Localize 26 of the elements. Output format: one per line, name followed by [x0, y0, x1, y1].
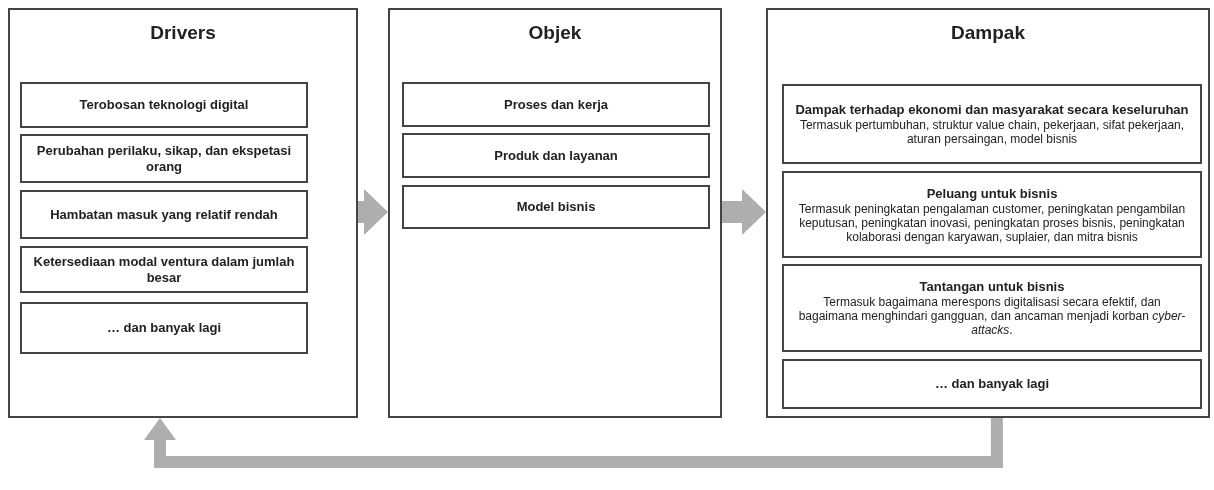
box-heading: Peluang untuk bisnis: [926, 185, 1058, 202]
text-box: Proses dan kerja: [402, 82, 710, 127]
box-description: Termasuk pertumbuhan, struktur value chain, pekerjaan, sifat pekerjaan, aturan persaingan, model bisnis: [798, 118, 1186, 146]
text-box: … dan banyak lagi: [20, 302, 308, 354]
box-description: Termasuk bagaimana merespons digitalisasi secara efektif, dan bagaimana menghindari gangguan, dan ancaman menjadi korban cyber-attacks.: [797, 295, 1187, 337]
panel-title: Objek: [528, 22, 582, 44]
column-panel: [388, 8, 722, 418]
arrow: [722, 189, 766, 235]
text-box: [782, 264, 1202, 352]
text-box: Model bisnis: [402, 185, 710, 229]
box-heading: Tantangan untuk bisnis: [919, 279, 1065, 295]
box-heading: Dampak terhadap ekonomi dan masyarakat secara keseluruhan: [795, 102, 1189, 118]
text-box: Terobosan teknologi digital: [20, 82, 308, 128]
text-box: Ketersediaan modal ventura dalam jumlah besar: [20, 246, 308, 293]
text-box: Perubahan perilaku, sikap, dan ekspetasi orang: [20, 134, 308, 183]
box-description: Termasuk peningkatan pengalaman customer, peningkatan pengambilan keputusan, peningkatan inovasi, peningkatan proses bisnis, peningkatan kolaborasi dengan karyawan, suplaier, dan mitra bisnis: [797, 201, 1187, 244]
text-box: … dan banyak lagi: [782, 359, 1202, 409]
column-panel: [766, 8, 1210, 418]
text-box: [782, 171, 1202, 258]
arrow: [358, 189, 388, 235]
column-panel: [8, 8, 358, 418]
text-box: Produk dan layanan: [402, 133, 710, 178]
panel-title: Dampak: [951, 22, 1025, 44]
text-box: [782, 84, 1202, 164]
text-box: Hambatan masuk yang relatif rendah: [20, 190, 308, 239]
panel-title: Drivers: [150, 22, 216, 44]
